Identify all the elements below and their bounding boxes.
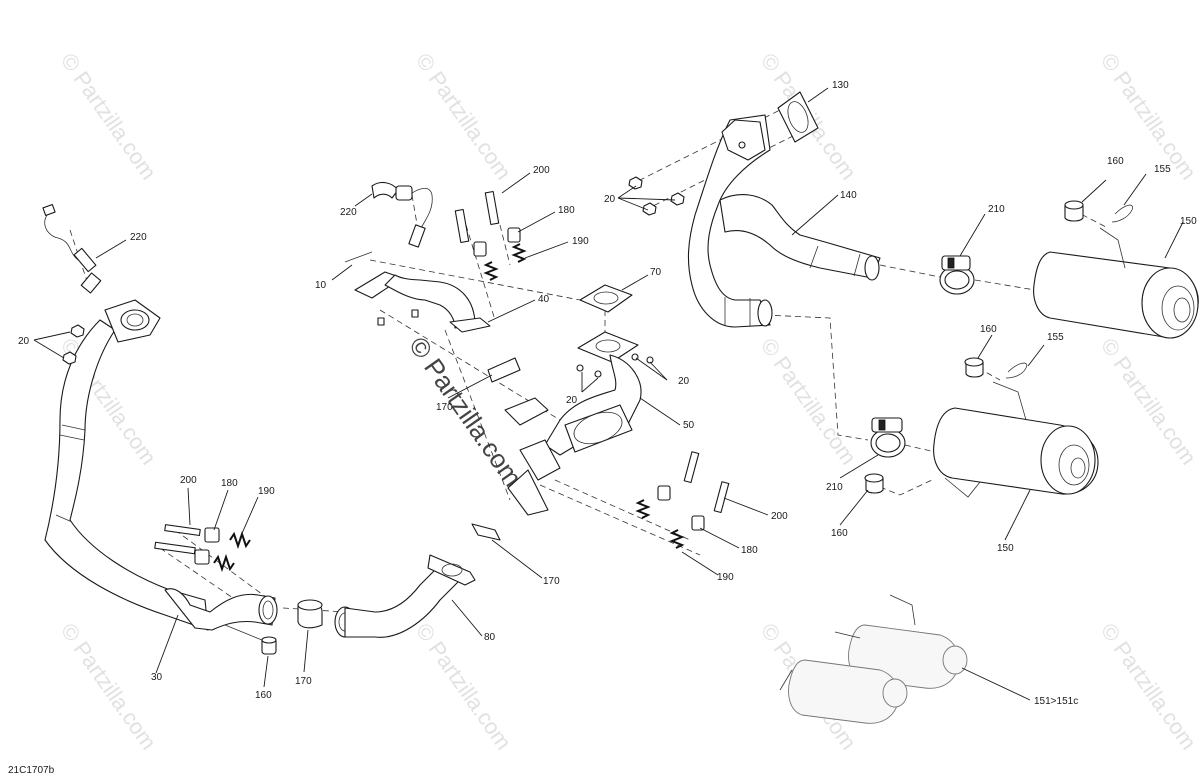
callout-210: 210: [988, 204, 1005, 215]
manifold-40: [354, 271, 491, 333]
front-pipe-30: [44, 299, 278, 641]
pin-155-upper: [1111, 204, 1133, 223]
callout-160: 160: [1107, 156, 1124, 167]
callout-160: 160: [980, 324, 997, 335]
nut-20-left: [62, 324, 85, 365]
callout-10: 10: [315, 280, 327, 291]
watermark: © Partzilla.com: [56, 619, 162, 755]
callout-130: 130: [832, 80, 849, 91]
watermark: © Partzilla.com: [756, 334, 862, 470]
callout-180: 180: [558, 205, 575, 216]
grommet-160-upper: [1064, 200, 1084, 222]
callout-190: 190: [258, 486, 275, 497]
callout-200: 200: [771, 511, 788, 522]
oxygen-sensor-220-center: [371, 181, 433, 248]
callout-20: 20: [678, 376, 690, 387]
callout-50: 50: [683, 420, 695, 431]
catalytic-converter-50: [504, 353, 654, 516]
gasket-70: [579, 284, 633, 313]
callout-70: 70: [650, 267, 662, 278]
y-pipe-140: [687, 114, 881, 328]
callout-150: 150: [1180, 216, 1197, 227]
callout-210: 210: [826, 482, 843, 493]
callout-180: 180: [221, 478, 238, 489]
oxygen-sensor-220-left: [42, 203, 102, 294]
clamp-210-upper: [939, 255, 975, 295]
gasket-170-middle: [471, 523, 501, 541]
muffler-150-lower: [933, 381, 1099, 498]
nut-160-left: [261, 636, 277, 655]
drawing-id: 21C1707b: [8, 765, 55, 776]
callout-155: 155: [1154, 164, 1171, 175]
callout-220: 220: [340, 207, 357, 218]
watermark: © Partzilla.com: [411, 619, 517, 755]
callout-160: 160: [831, 528, 848, 539]
callout-200: 200: [180, 475, 197, 486]
callout-40: 40: [538, 294, 550, 305]
gasket-130: [777, 91, 819, 143]
callout-80: 80: [484, 632, 496, 643]
pipe-80: [334, 554, 476, 638]
callout-140: 140: [840, 190, 857, 201]
gasket-170-upper: [487, 357, 521, 383]
watermark: © Partzilla.com: [1096, 334, 1200, 470]
callout-160: 160: [255, 690, 272, 701]
callout-30: 30: [151, 672, 163, 683]
watermark: © Partzilla.com: [411, 49, 517, 185]
bolt-spring-set-left: [154, 524, 251, 573]
leader-lines: [33, 87, 1184, 701]
callout-180: 180: [741, 545, 758, 556]
clamp-210-lower: [870, 417, 906, 458]
callout-155: 155: [1047, 332, 1064, 343]
gasket-170-lower: [297, 599, 323, 629]
bolt-spring-set-upper: [454, 190, 527, 281]
watermark: © Partzilla.com: [1096, 619, 1200, 755]
callout-20: 20: [18, 336, 30, 347]
callout-220: 220: [130, 232, 147, 243]
callout-20: 20: [604, 194, 616, 205]
callout-170: 170: [543, 576, 560, 587]
muffler-assembly-151-ghost: [779, 594, 968, 724]
callout-190: 190: [572, 236, 589, 247]
callout-labels: 130 200 220 180 190 10 40 70 20 140 160 …: [18, 80, 1197, 707]
pin-155-lower: [1005, 362, 1028, 379]
muffler-150-upper: [1033, 227, 1199, 339]
grommet-160-right: [964, 357, 984, 378]
callout-200: 200: [533, 165, 550, 176]
stud-10: [344, 251, 373, 263]
watermark: © Partzilla.com: [56, 49, 162, 185]
grommet-160-lower: [864, 473, 884, 494]
callout-151: 151>151c: [1034, 696, 1078, 707]
nut-20-upper: [628, 176, 685, 216]
callout-170: 170: [436, 402, 453, 413]
callout-150: 150: [997, 543, 1014, 554]
callout-190: 190: [717, 572, 734, 583]
callout-20: 20: [566, 395, 578, 406]
callout-170: 170: [295, 676, 312, 687]
flange-mid: [577, 331, 639, 363]
assembly-lines: [69, 104, 1109, 621]
